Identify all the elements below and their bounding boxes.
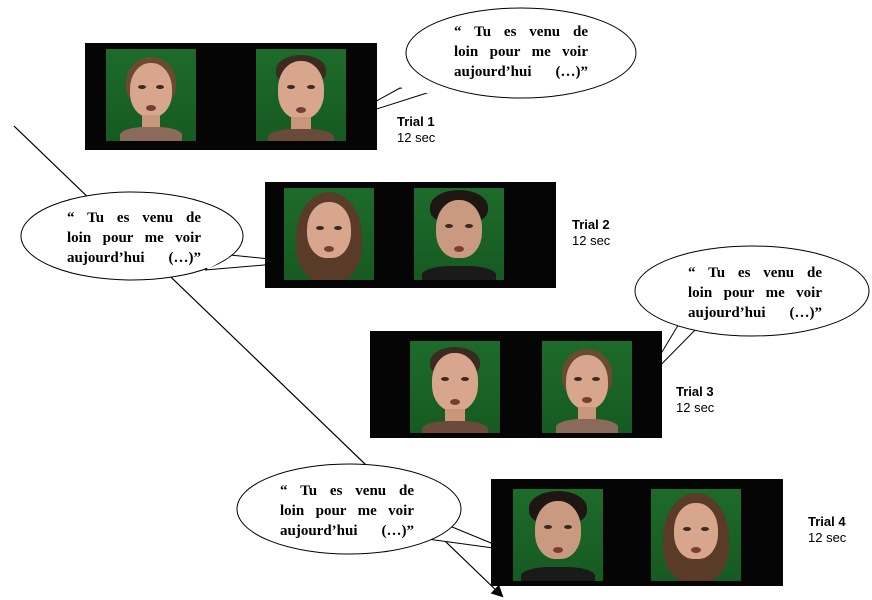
speech-line-3: aujourd’hui (…)” bbox=[688, 305, 822, 321]
trial-label: Trial 1 bbox=[397, 114, 435, 129]
speech-text-4: “ Tu es venu de loin pour me voir aujour… bbox=[280, 481, 414, 541]
trial-duration: 12 sec bbox=[808, 530, 847, 545]
face-woman-photo bbox=[542, 341, 632, 433]
trial-duration: 12 sec bbox=[676, 400, 715, 415]
face-man-photo bbox=[513, 489, 603, 581]
trial-duration: 12 sec bbox=[572, 233, 611, 248]
speech-line-2: loin pour me voir bbox=[688, 285, 822, 301]
trial-label: Trial 2 bbox=[572, 217, 610, 232]
face-man-photo bbox=[256, 49, 346, 141]
face-woman-photo bbox=[106, 49, 196, 141]
trial-1-caption: Trial 1 12 sec bbox=[397, 114, 435, 146]
trial-4-panel bbox=[491, 479, 783, 586]
speech-line-2: loin pour me voir bbox=[67, 230, 201, 246]
face-man-photo bbox=[410, 341, 500, 433]
speech-bubble-2 bbox=[20, 191, 301, 281]
face-man-photo bbox=[414, 188, 504, 280]
speech-line-2: loin pour me voir bbox=[280, 503, 414, 519]
speech-line-1: “ Tu es venu de bbox=[688, 265, 822, 281]
speech-text-2: “ Tu es venu de loin pour me voir aujour… bbox=[67, 208, 201, 268]
trial-2-caption: Trial 2 12 sec bbox=[572, 217, 610, 249]
trial-3-caption: Trial 3 12 sec bbox=[676, 384, 714, 416]
trial-duration: 12 sec bbox=[397, 130, 436, 145]
speech-text-1: “ Tu es venu de loin pour me voir aujour… bbox=[454, 22, 588, 82]
speech-line-1: “ Tu es venu de bbox=[280, 483, 414, 499]
speech-bubble-4 bbox=[236, 463, 509, 555]
speech-line-1: “ Tu es venu de bbox=[67, 210, 201, 226]
speech-line-3: aujourd’hui (…)” bbox=[454, 64, 588, 80]
face-woman-photo bbox=[284, 188, 374, 280]
speech-text-3: “ Tu es venu de loin pour me voir aujour… bbox=[688, 263, 822, 323]
face-woman-photo bbox=[651, 489, 741, 581]
trial-3-panel bbox=[370, 331, 662, 438]
trial-1-panel bbox=[85, 43, 377, 150]
speech-line-3: aujourd’hui (…)” bbox=[67, 250, 201, 266]
trial-2-panel bbox=[265, 182, 556, 288]
trial-4-caption: Trial 4 12 sec bbox=[808, 514, 846, 546]
trial-label: Trial 3 bbox=[676, 384, 714, 399]
speech-line-3: aujourd’hui (…)” bbox=[280, 523, 414, 539]
speech-line-1: “ Tu es venu de bbox=[454, 24, 588, 40]
trial-label: Trial 4 bbox=[808, 514, 846, 529]
speech-line-2: loin pour me voir bbox=[454, 44, 588, 60]
